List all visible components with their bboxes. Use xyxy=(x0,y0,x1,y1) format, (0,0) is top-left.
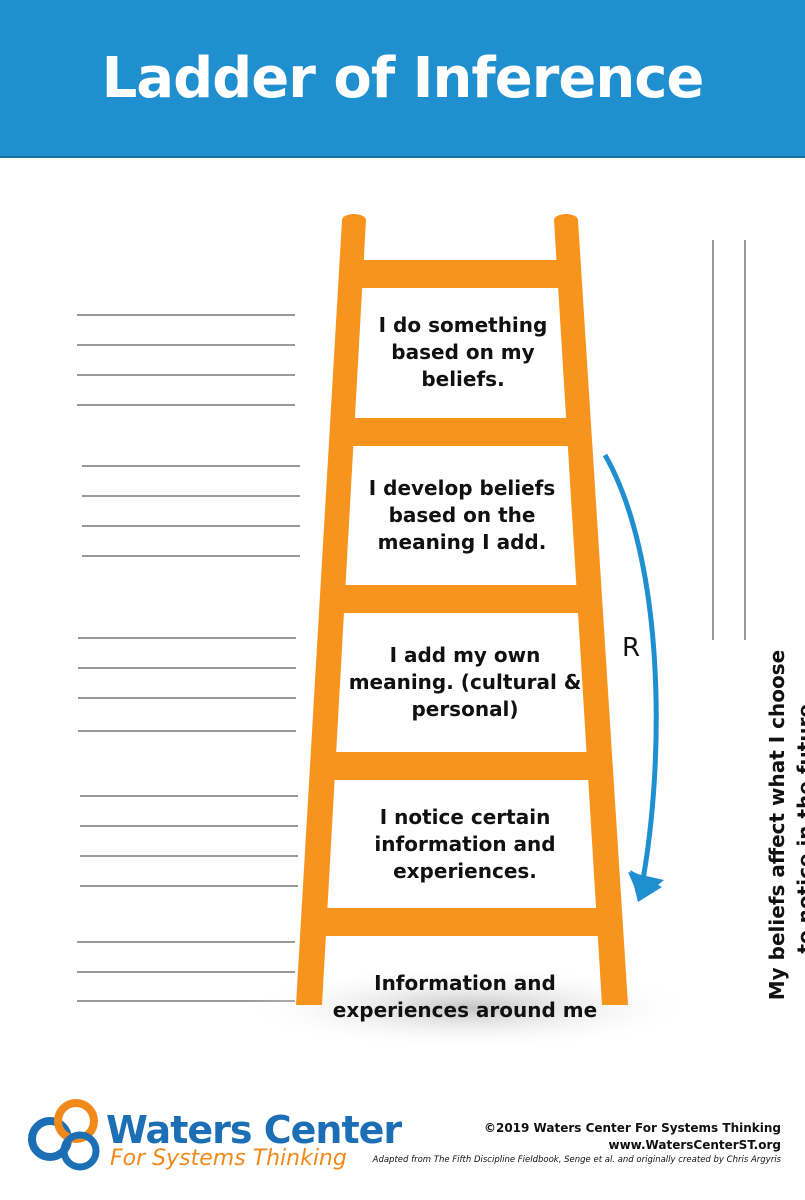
copyright-text: ©2019 Waters Center For Systems Thinking xyxy=(483,1121,781,1135)
ground-label: Information and experiences around me xyxy=(332,971,598,1022)
ladder-rung xyxy=(355,260,565,288)
ladder-rung xyxy=(328,752,593,780)
ladder-rung xyxy=(338,585,583,613)
logo-tagline: For Systems Thinking xyxy=(110,1146,347,1171)
attribution-text: Adapted from The Fifth Discipline Fieldb… xyxy=(372,1155,781,1165)
website-link[interactable]: www.WatersCenterST.org xyxy=(608,1138,782,1152)
ladder-rung xyxy=(318,908,603,936)
rung-beliefs: I develop beliefs based on the meaning I… xyxy=(368,476,556,554)
reinforcing-loop-label: R xyxy=(622,633,641,663)
rung-notice: I notice certain information and experie… xyxy=(374,804,556,883)
credits-block: ©2019 Waters Center For Systems Thinking… xyxy=(373,1120,781,1167)
feedback-note: My beliefs affect what I choose to notic… xyxy=(765,649,805,1001)
reinforcing-loop-arrow-icon xyxy=(602,453,659,886)
ladder-left-rail xyxy=(296,220,366,1005)
ladder-rung xyxy=(348,418,573,446)
header-banner: Ladder of Inference xyxy=(0,0,805,158)
ladder-shadow xyxy=(240,966,700,1050)
waters-center-logo-icon xyxy=(28,1099,100,1171)
logo-wordmark: Waters Center xyxy=(106,1108,402,1152)
rung-act: I do something based on my beliefs. xyxy=(378,313,548,391)
page-title: Ladder of Inference xyxy=(101,45,705,111)
ladder-right-rail xyxy=(554,220,628,1005)
rung-meaning: I add my own meaning. (cultural & person… xyxy=(348,643,582,721)
